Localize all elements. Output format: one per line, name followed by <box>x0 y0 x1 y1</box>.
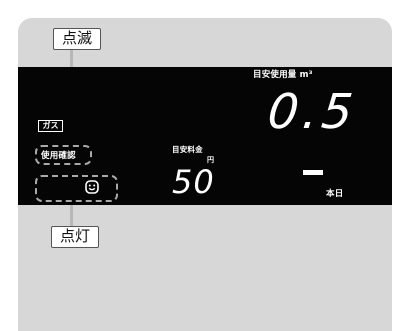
fee-value: 50 <box>172 163 215 201</box>
gas-badge: ガス <box>38 120 63 132</box>
lit-leader-line <box>70 202 73 226</box>
today-label: 本日 <box>326 189 344 199</box>
lit-callout: 点灯 <box>51 226 100 248</box>
smile-icon <box>85 180 99 194</box>
usage-confirm-highlight <box>35 145 92 165</box>
fee-unit: 円 <box>207 156 214 164</box>
fee-label: 目安料金 <box>172 145 203 154</box>
blink-callout: 点滅 <box>53 28 102 50</box>
usage-confirm-label: 使用確認 <box>41 151 76 161</box>
usage-value: 0.5 <box>265 84 360 140</box>
lcd-display <box>18 67 392 205</box>
day-segment <box>303 170 323 175</box>
usage-label: 目安使用量 m³ <box>253 70 313 80</box>
status-icon-highlight <box>35 175 118 202</box>
